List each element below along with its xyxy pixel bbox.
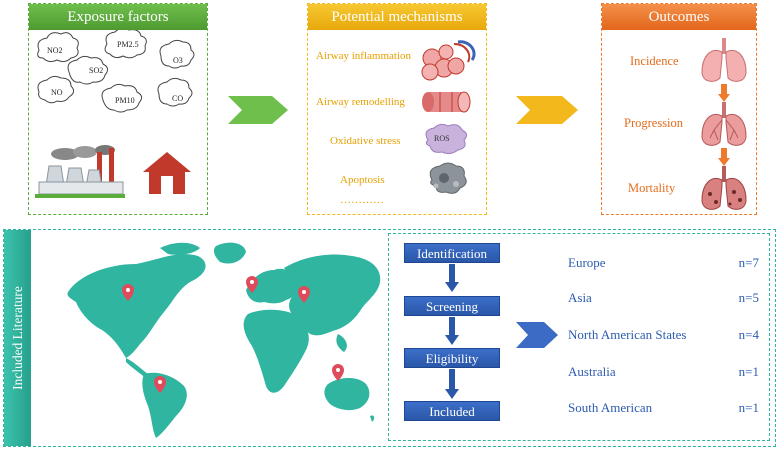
- exposure-panel: Exposure factors NO2 PM2.5 SO2 O3 NO PM1…: [28, 3, 208, 215]
- mechanism-item: Apoptosis: [340, 174, 385, 186]
- mechanisms-title: Potential mechanisms: [308, 4, 486, 30]
- alveoli-icon: [421, 40, 476, 81]
- north-america-shape: [67, 254, 206, 358]
- mechanism-ellipsis: …………: [340, 194, 384, 206]
- cloud-icon: [37, 32, 79, 63]
- pollutant-label: PM10: [115, 96, 135, 105]
- ros-label: ROS: [434, 134, 450, 143]
- flow-step-screening: Screening: [404, 296, 500, 316]
- arrow-right-icon: [228, 96, 288, 124]
- region-count: n=7: [738, 255, 759, 270]
- region-count: n=4: [738, 327, 759, 342]
- outcome-item: Mortality: [628, 181, 676, 195]
- apoptosis-icon: [429, 162, 467, 194]
- flow-step-eligibility: Eligibility: [404, 348, 500, 368]
- lungs-icon: [701, 102, 747, 146]
- region-count: n=5: [738, 290, 759, 305]
- cloud-icon: [101, 83, 143, 113]
- map-pin-icon: [332, 364, 344, 381]
- region-name: Asia: [568, 290, 592, 305]
- pollutant-clouds: [37, 30, 195, 113]
- cloud-icon: [67, 55, 109, 85]
- arrow-down-icon: [445, 264, 459, 292]
- exposure-title: Exposure factors: [29, 4, 207, 30]
- arrow-down-icon: [718, 148, 730, 166]
- flow-step-identification: Identification: [404, 243, 500, 263]
- lungs-icon: [701, 38, 747, 82]
- arrow-right-icon: [516, 322, 558, 348]
- arrow-right-icon: [516, 96, 578, 124]
- mechanism-item: Airway inflammation: [316, 50, 412, 62]
- world-map: [67, 242, 381, 438]
- south-america-shape: [142, 372, 187, 438]
- region-name: North American States: [568, 327, 687, 342]
- literature-panel: Included Literature: [3, 229, 776, 447]
- map-pin-icon: [246, 276, 258, 293]
- pollutant-label: NO: [51, 88, 63, 97]
- outcomes-panel: Outcomes Incidence Progression Mortality: [601, 3, 757, 215]
- outcome-item: Progression: [624, 116, 684, 130]
- europe-shape: [246, 268, 298, 304]
- pollutant-label: O3: [173, 56, 183, 65]
- mechanisms-panel: Potential mechanisms Airway inflammation…: [307, 3, 487, 215]
- region-name: South American: [568, 400, 653, 415]
- arrow-down-icon: [445, 317, 459, 345]
- cloud-icon: [104, 30, 147, 59]
- africa-shape: [243, 309, 309, 393]
- pollutant-label: PM2.5: [117, 40, 139, 49]
- flow-region-box: [388, 233, 770, 441]
- house-icon: [143, 152, 191, 194]
- cloud-icon: [157, 77, 193, 107]
- arrow-down-icon: [445, 369, 459, 399]
- map-pin-icon: [298, 286, 310, 303]
- pollutant-label: CO: [172, 94, 184, 103]
- map-pin-icon: [122, 284, 134, 301]
- region-count: n=1: [738, 400, 759, 415]
- australia-shape: [324, 378, 370, 411]
- outcome-item: Incidence: [630, 54, 679, 68]
- literature-side-label: Included Literature: [10, 286, 25, 390]
- pollutant-label: NO2: [47, 46, 63, 55]
- region-count: n=1: [738, 364, 759, 379]
- map-pin-icon: [154, 376, 166, 393]
- cloud-icon: [37, 75, 75, 104]
- mechanism-item: Airway remodelling: [316, 96, 405, 108]
- factory-icon: [35, 145, 125, 198]
- region-name: Europe: [568, 255, 606, 270]
- lungs-icon: [701, 166, 747, 210]
- airway-icon: [422, 91, 471, 113]
- mechanism-item: Oxidative stress: [330, 135, 401, 147]
- asia-shape: [284, 254, 381, 336]
- cloud-icon: [159, 39, 195, 69]
- literature-side-tab: [4, 230, 31, 446]
- arrow-down-icon: [718, 84, 730, 102]
- flow-step-included: Included: [404, 401, 500, 421]
- pollutant-label: SO2: [89, 66, 104, 75]
- ros-icon: [425, 123, 468, 155]
- region-name: Australia: [568, 364, 616, 379]
- outcomes-title: Outcomes: [602, 4, 756, 30]
